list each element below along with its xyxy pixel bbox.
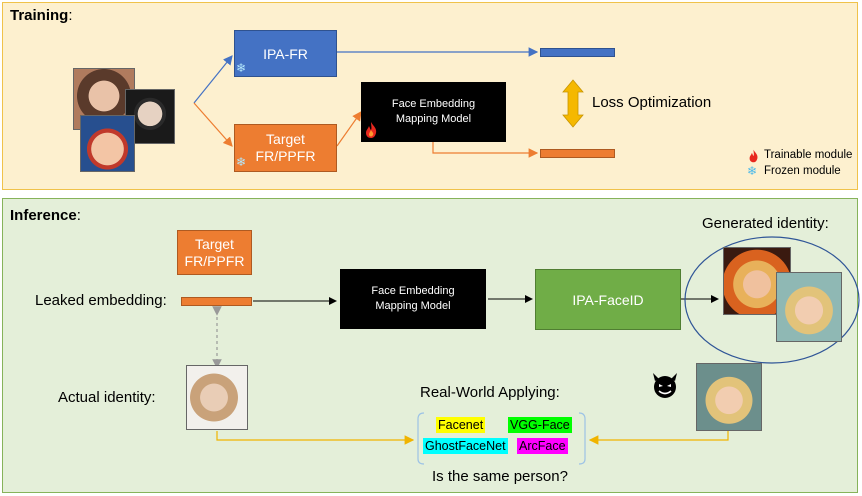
generated-identity-label: Generated identity:	[702, 215, 829, 232]
ipa-embedding-bar	[540, 48, 615, 57]
generated-identity-ellipse	[684, 236, 860, 364]
legend-trainable: Trainable module	[764, 149, 853, 161]
flame-icon	[366, 122, 377, 138]
real-world-applying-label: Real-World Applying:	[420, 384, 560, 401]
model-tag-arcface: ArcFace	[517, 438, 568, 454]
models-right-bracket	[578, 412, 586, 465]
model-tag-ghostfacenet: GhostFaceNet	[423, 438, 508, 454]
training-title: Training:	[10, 7, 73, 24]
target-embedding-bar	[540, 149, 615, 158]
snowflake-icon: ❄	[236, 61, 247, 75]
arrow-actual-to-models	[216, 431, 415, 445]
actual-identity-label: Actual identity:	[58, 389, 156, 406]
devil-icon	[653, 373, 677, 398]
ipa-fr-box: IPA-FR	[234, 30, 337, 77]
arrow-generated-to-models	[588, 430, 729, 445]
snowflake-icon: ❄	[747, 164, 758, 178]
inference-target-fr-box: Target FR/PPFR	[177, 230, 252, 275]
arrow-mapping-to-bar	[432, 141, 539, 158]
training-face-3	[80, 115, 135, 172]
actual-identity-face	[186, 365, 248, 430]
loss-optimization-label: Loss Optimization	[592, 94, 712, 111]
arrow-faces-to-target	[193, 102, 233, 147]
loss-double-arrow	[562, 79, 584, 128]
ipa-faceid-box: IPA-FaceID	[535, 269, 681, 330]
inference-title: Inference:	[10, 207, 81, 224]
leaked-embedding-bar	[181, 297, 252, 306]
attacker-face	[696, 363, 762, 431]
model-tag-facenet: Facenet	[436, 417, 486, 433]
legend-frozen: Frozen module	[764, 165, 841, 177]
flame-icon	[749, 149, 758, 163]
inference-mapping-model-box: Face Embedding Mapping Model	[340, 269, 486, 329]
snowflake-icon: ❄	[236, 155, 247, 169]
arrow-faces-to-ipa	[193, 55, 233, 104]
target-fr-box: Target FR/PPFR	[234, 124, 337, 172]
same-person-question: Is the same person?	[432, 468, 568, 485]
mapping-model-box: Face Embedding Mapping Model	[361, 82, 506, 142]
models-left-bracket	[417, 412, 425, 465]
arrow-target-to-mapping	[336, 111, 362, 147]
leaked-embedding-label: Leaked embedding:	[35, 292, 167, 309]
model-tag-vggface: VGG-Face	[508, 417, 572, 433]
generated-face-2	[776, 272, 842, 342]
